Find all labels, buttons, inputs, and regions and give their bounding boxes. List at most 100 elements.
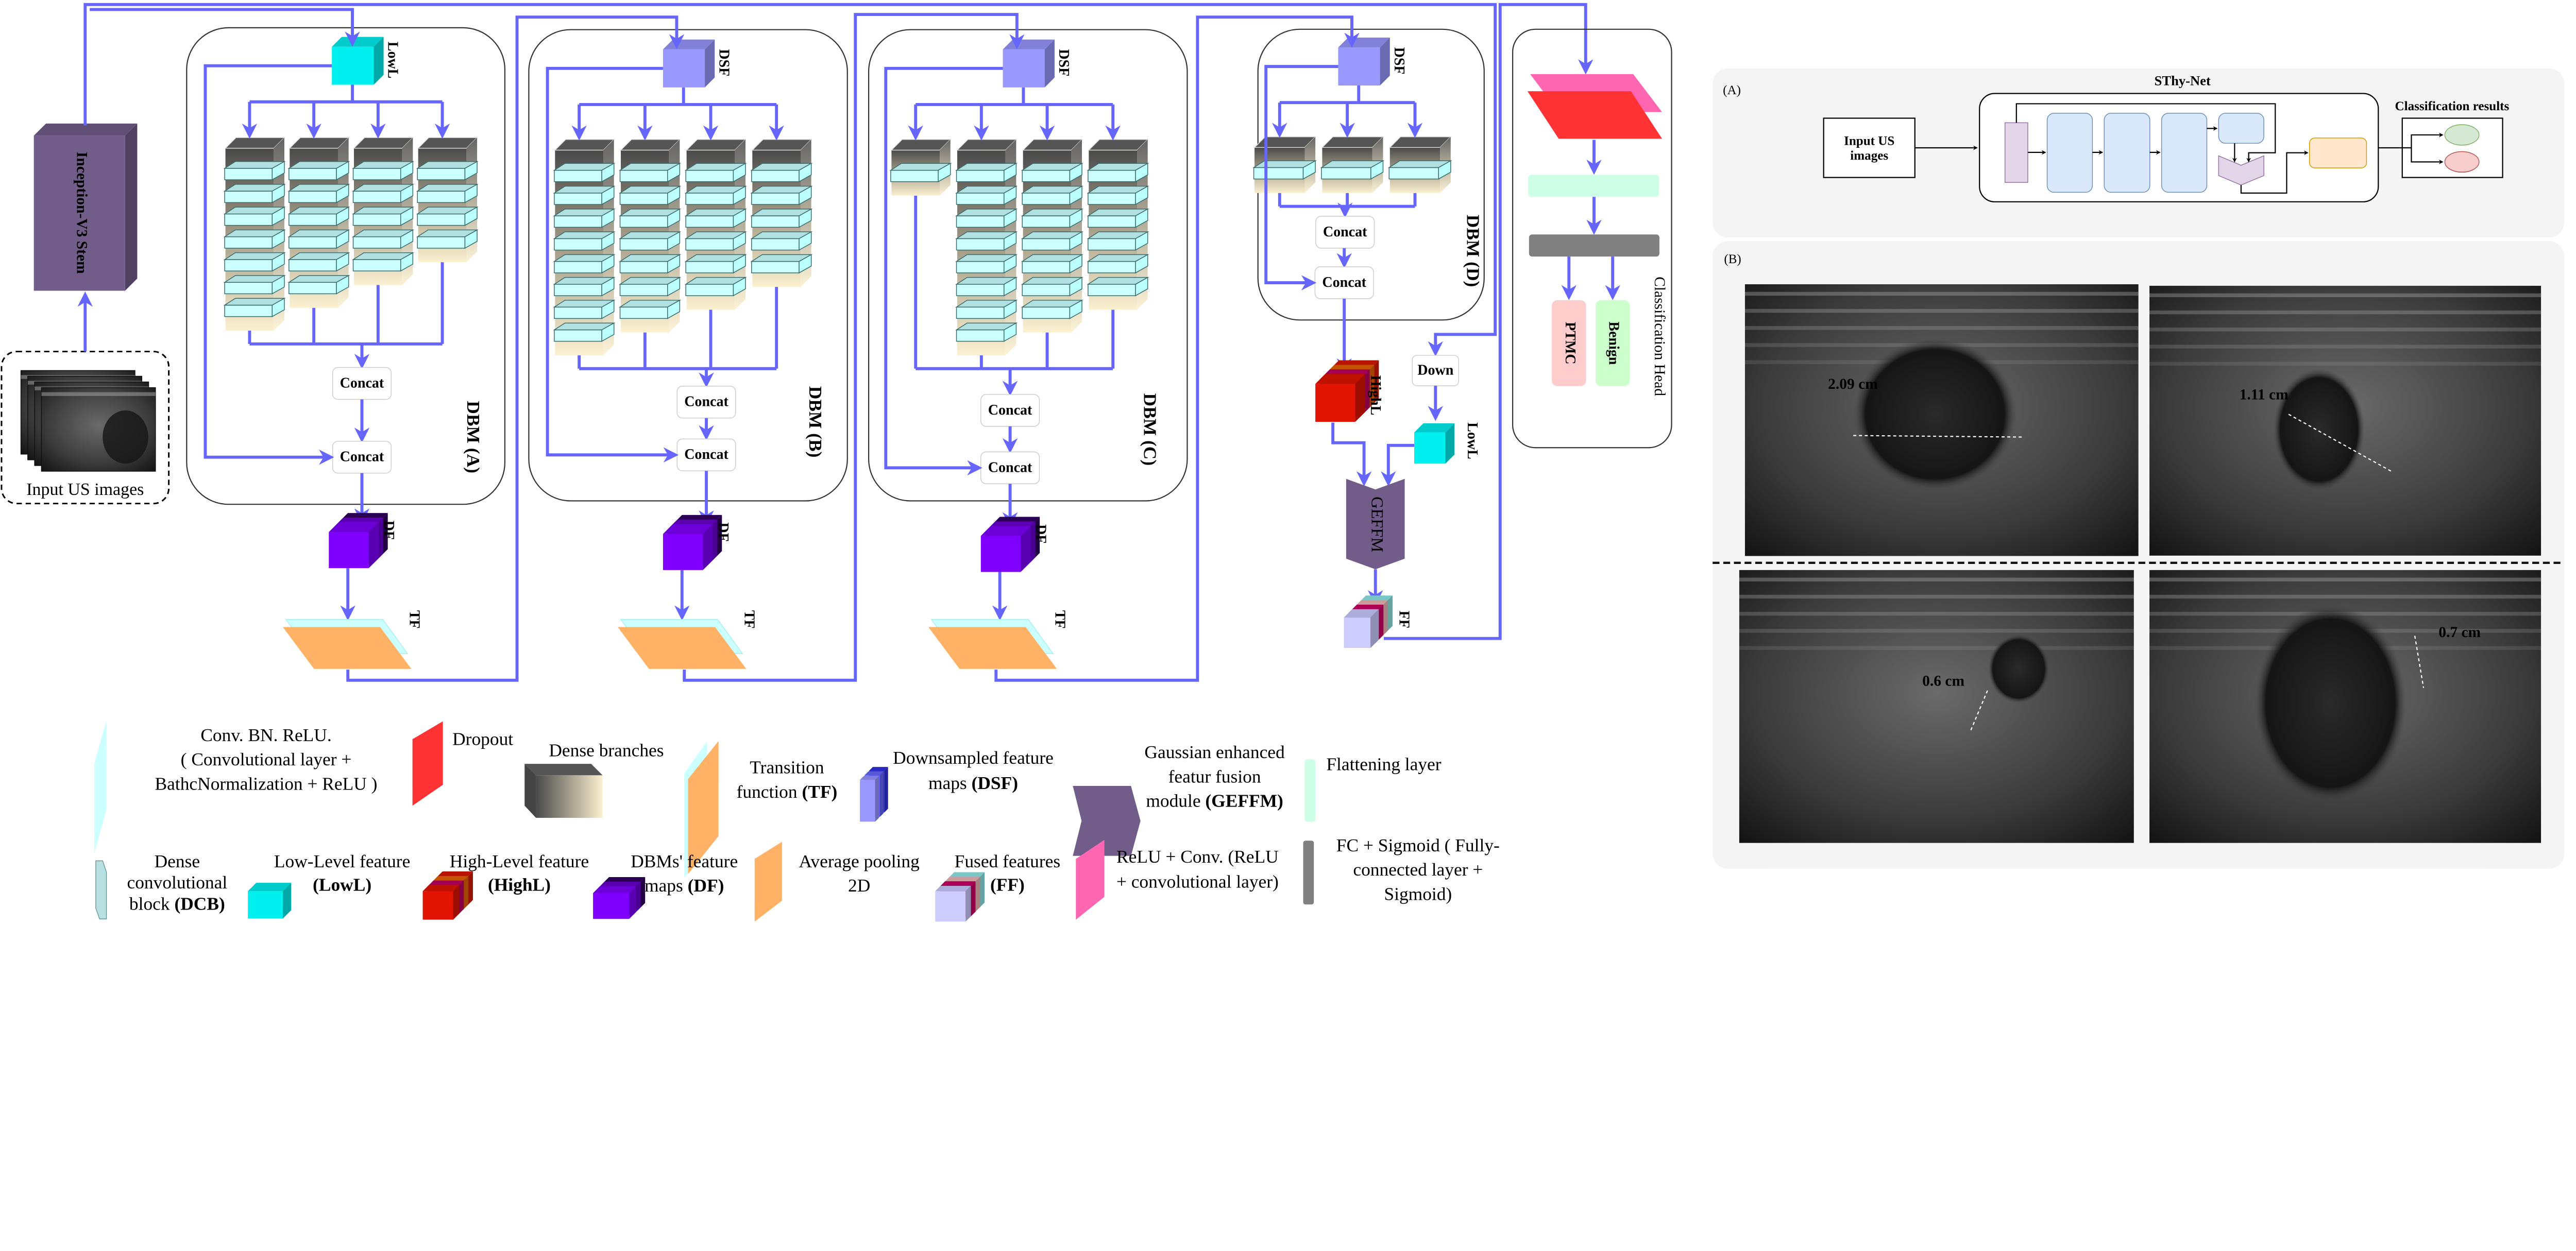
dense-branch-column xyxy=(1387,136,1452,193)
legend-text: Low-Level feature xyxy=(274,851,410,871)
dbm-title: DBM (D) xyxy=(1463,215,1484,287)
concat-block: Concat xyxy=(980,394,1040,427)
dense-branch-column xyxy=(618,139,682,333)
dense-branch-column xyxy=(351,137,415,285)
legend-text: DBMs' feature xyxy=(631,851,738,871)
measurement-label: 1.11 cm xyxy=(2240,387,2289,403)
downsampled-feature-cube xyxy=(663,39,715,88)
legend-text-line: featur fusion xyxy=(1168,766,1261,786)
mini-arrow xyxy=(2240,150,2309,194)
conv-bn-relu-slab xyxy=(750,185,813,205)
legend-text-line: (HighL) xyxy=(488,875,551,895)
dense-conv-block-icon xyxy=(95,860,107,919)
panel-a-label: (A) xyxy=(1723,83,1741,97)
conv-bn-relu-slab xyxy=(1021,185,1083,205)
conv-bn-relu-slab xyxy=(287,275,350,295)
conv-bn-relu-slab xyxy=(553,231,616,251)
concat-label: Concat xyxy=(684,394,728,410)
conv-bn-relu-slab xyxy=(955,277,1018,297)
legend-abbreviation: (HighL) xyxy=(488,875,551,895)
concat-block: Concat xyxy=(676,385,736,419)
legend-text: Transition xyxy=(750,757,824,778)
conv-bn-relu-slab xyxy=(553,277,616,297)
conv-bn-relu-slab xyxy=(1087,254,1149,274)
legend-text-line: connected layer + xyxy=(1353,859,1483,880)
conv-bn-relu-slab xyxy=(1021,231,1083,251)
cube-layer xyxy=(663,524,713,570)
dbm-title: DBM (C) xyxy=(1140,393,1160,466)
df-label: DF xyxy=(381,521,397,540)
conv-bn-relu-icon xyxy=(94,720,107,853)
conv-bn-relu-slab xyxy=(684,277,747,297)
dense-branch-column xyxy=(287,137,350,308)
classification-results-title: Classification results xyxy=(2395,99,2510,113)
legend-text-line: Low-Level feature xyxy=(274,851,410,871)
legend-text-line: ReLU + Conv. (ReLU xyxy=(1116,846,1279,867)
legend-text: Sigmoid) xyxy=(1384,883,1452,904)
conv-bn-relu-slab xyxy=(684,208,747,228)
legend-text: BathcNormalization + ReLU ) xyxy=(155,773,378,794)
down-block: Down xyxy=(1412,355,1460,386)
legend-text: featur fusion xyxy=(1168,766,1261,786)
high-level-feature-cube xyxy=(1315,360,1379,422)
conv-bn-relu-slab xyxy=(955,185,1018,205)
low-level-feature-cube xyxy=(332,37,384,85)
conv-bn-relu-slab xyxy=(618,299,682,319)
cube-layer xyxy=(1344,609,1379,648)
dense-branch-column xyxy=(1021,139,1083,333)
arrow-lowl-to-geffm xyxy=(1381,443,1414,487)
legend-text: Average pooling xyxy=(799,851,920,871)
concat-label: Concat xyxy=(340,375,384,391)
benign-result-ellipse xyxy=(2444,124,2480,146)
dense-branch-column xyxy=(416,137,479,263)
entry-label: DSF xyxy=(1391,47,1407,75)
dbm-title: DBM (A) xyxy=(463,401,484,473)
skip-connection xyxy=(546,66,679,463)
conv-bn-relu-slab xyxy=(684,185,747,205)
concat-label: Concat xyxy=(1323,224,1367,240)
df-label: DF xyxy=(1033,524,1049,543)
conv-bn-relu-slab xyxy=(684,163,747,182)
dbm-b-to-dbm-c xyxy=(683,13,1025,682)
lowl-label: LowL xyxy=(1464,422,1480,459)
skip-connection xyxy=(884,66,1003,476)
conv-bn-relu-slab xyxy=(553,299,616,319)
legend-item-dense-branches: Dense branches xyxy=(549,740,664,760)
legend-text: Conv. BN. ReLU. xyxy=(200,725,331,745)
ff-to-head-connection xyxy=(1383,3,1594,640)
concat-block: Concat xyxy=(332,440,392,474)
arrow-highl-to-geffm xyxy=(1331,422,1372,487)
dropout-icon xyxy=(412,721,443,806)
conv-bn-relu-slab xyxy=(618,163,682,182)
legend-text-line: (LowL) xyxy=(313,875,371,895)
relu-conv-icon xyxy=(1076,839,1105,920)
conv-bn-relu-slab xyxy=(750,208,813,228)
conv-bn-relu-slab xyxy=(351,229,415,249)
malignant-result-ellipse xyxy=(2444,151,2480,173)
class-ptmc-label: PTMC xyxy=(1562,322,1578,364)
cube-layer xyxy=(935,886,971,922)
legend-text-line: Dense branches xyxy=(549,740,664,760)
legend-text: Dense branches xyxy=(549,740,664,760)
conv-bn-relu-slab xyxy=(1021,254,1083,274)
legend-abbreviation: (DF) xyxy=(688,875,724,896)
dense-branch-column xyxy=(1087,139,1149,310)
legend: Conv. BN. ReLU.( Convolutional layer +Ba… xyxy=(94,720,1500,922)
conv-bn-relu-slab xyxy=(223,206,286,226)
input-us-images: Input US images xyxy=(1,351,170,505)
classification-head-container xyxy=(1512,28,1672,449)
stem-label: Inception-V3 Stem xyxy=(74,152,90,274)
conv-bn-relu-slab xyxy=(1087,185,1149,205)
conv-bn-relu-slab xyxy=(1320,160,1385,180)
fc-sigmoid-icon xyxy=(1303,841,1314,905)
concat-label: Concat xyxy=(684,447,728,462)
class-benign-box xyxy=(1595,300,1630,386)
cube-layer xyxy=(593,886,636,919)
input-images-label: Input US images xyxy=(26,480,144,499)
conv-bn-relu-slab xyxy=(553,208,616,228)
legend-text: convolutional xyxy=(127,872,228,893)
legend-text-line: (FF) xyxy=(990,875,1025,895)
